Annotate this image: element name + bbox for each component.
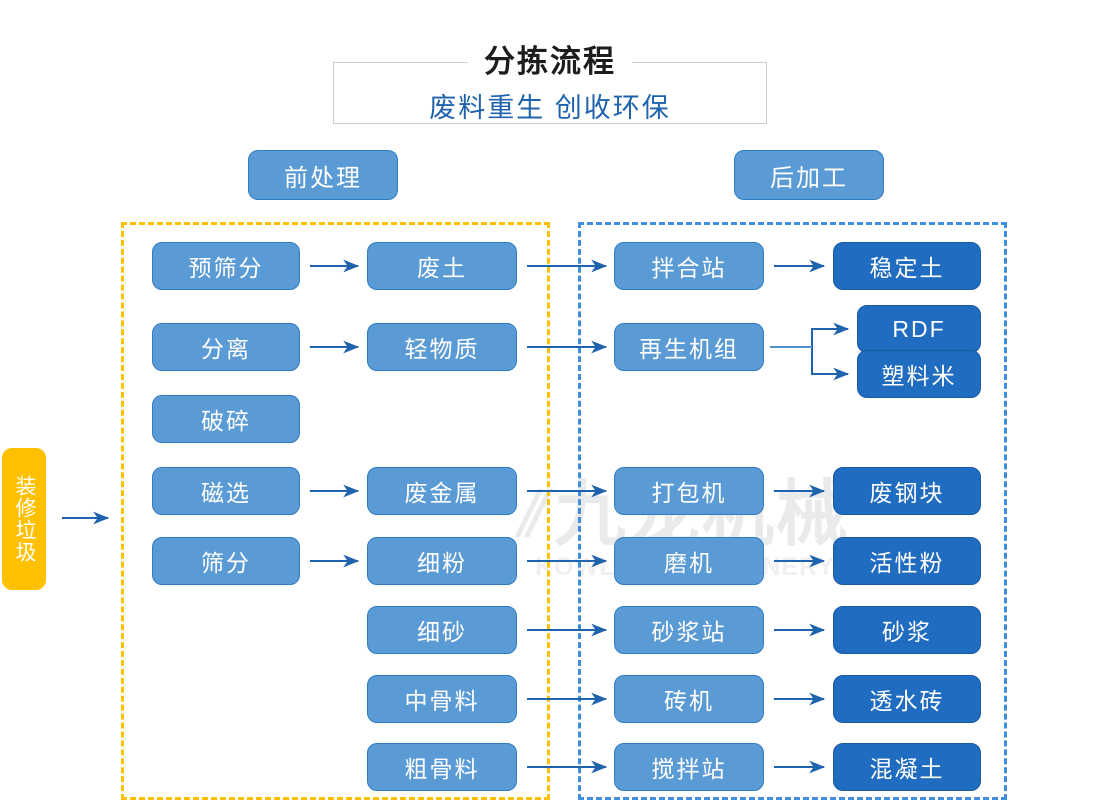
node-process-pre-3[interactable]: 磁选	[152, 467, 300, 515]
node-material-3[interactable]: 细粉	[367, 537, 517, 585]
node-product-5[interactable]: 砂浆	[833, 606, 981, 654]
node-material-6[interactable]: 粗骨料	[367, 743, 517, 791]
node-material-2[interactable]: 废金属	[367, 467, 517, 515]
node-material-4[interactable]: 细砂	[367, 606, 517, 654]
node-process-post-1[interactable]: 再生机组	[614, 323, 764, 371]
node-product-6[interactable]: 透水砖	[833, 675, 981, 723]
page-subtitle: 废料重生 创收环保	[0, 86, 1100, 125]
node-material-0[interactable]: 废土	[367, 242, 517, 290]
node-material-1[interactable]: 轻物质	[367, 323, 517, 371]
node-process-pre-4[interactable]: 筛分	[152, 537, 300, 585]
node-material-5[interactable]: 中骨料	[367, 675, 517, 723]
node-process-pre-1[interactable]: 分离	[152, 323, 300, 371]
node-product-0[interactable]: 稳定土	[833, 242, 981, 290]
node-product-1[interactable]: RDF	[857, 305, 981, 353]
node-process-post-2[interactable]: 打包机	[614, 467, 764, 515]
page-title: 分拣流程	[0, 36, 1100, 81]
node-process-post-5[interactable]: 砖机	[614, 675, 764, 723]
page-title-text: 分拣流程	[468, 44, 632, 79]
region-pretreatment	[121, 222, 550, 800]
stage-label-postprocessing[interactable]: 后加工	[734, 150, 884, 200]
node-process-pre-2[interactable]: 破碎	[152, 395, 300, 443]
node-product-4[interactable]: 活性粉	[833, 537, 981, 585]
node-process-post-0[interactable]: 拌合站	[614, 242, 764, 290]
node-process-post-6[interactable]: 搅拌站	[614, 743, 764, 791]
node-product-3[interactable]: 废钢块	[833, 467, 981, 515]
node-product-7[interactable]: 混凝土	[833, 743, 981, 791]
node-process-post-4[interactable]: 砂浆站	[614, 606, 764, 654]
page-subtitle-text: 废料重生 创收环保	[415, 93, 685, 123]
node-process-post-3[interactable]: 磨机	[614, 537, 764, 585]
node-product-2[interactable]: 塑料米	[857, 350, 981, 398]
node-process-pre-0[interactable]: 预筛分	[152, 242, 300, 290]
stage-label-pretreatment[interactable]: 前处理	[248, 150, 398, 200]
node-feedstock[interactable]: 装修垃圾	[2, 448, 46, 590]
region-postprocessing	[578, 222, 1007, 800]
